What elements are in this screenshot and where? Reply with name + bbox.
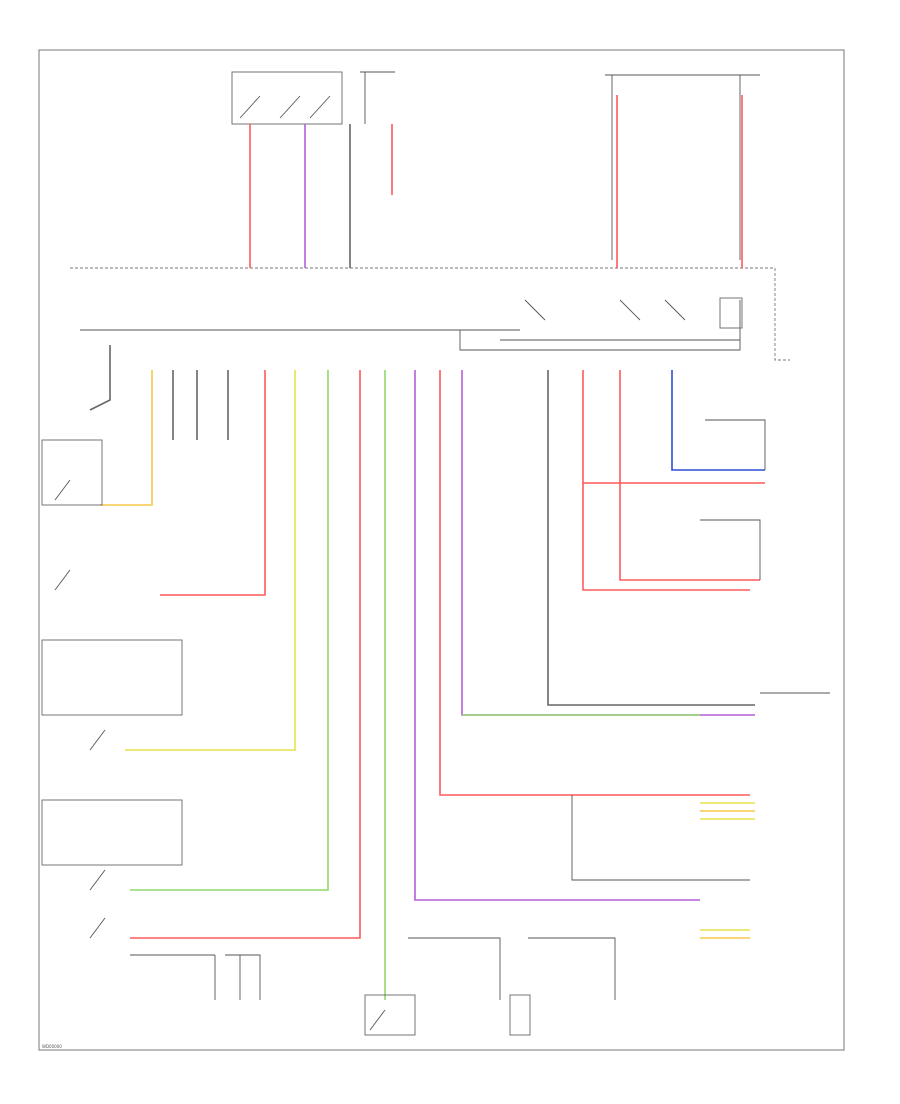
right-components: [700, 419, 830, 694]
module-boundary-right: [774, 268, 790, 361]
diagram-border: [38, 49, 845, 1051]
top-switch-assembly: [231, 71, 395, 125]
footer-code: WD00000: [42, 1044, 62, 1049]
top-wires: [249, 95, 743, 268]
right-connector-pins: [571, 795, 755, 939]
bottom-components: [364, 937, 616, 1036]
lower-wires: [89, 345, 765, 1000]
module-internal-wiring: [80, 297, 743, 351]
left-switches: [41, 439, 261, 1000]
top-right-relay: [605, 74, 760, 260]
